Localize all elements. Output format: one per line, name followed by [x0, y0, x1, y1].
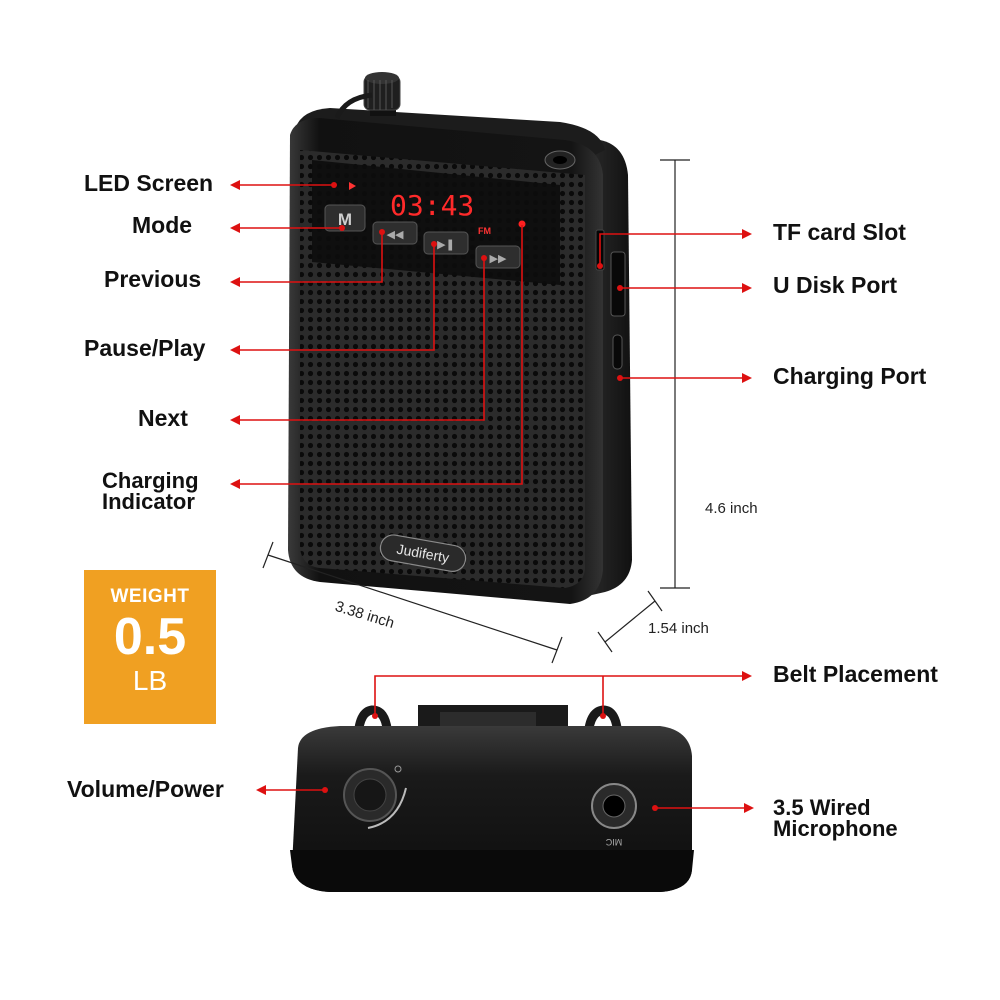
label-u-disk-port: U Disk Port: [773, 272, 897, 298]
weight-unit: LB: [132, 665, 168, 696]
weight-badge: WEIGHT 0.5 LB: [84, 570, 216, 724]
label-charging-port: Charging Port: [773, 363, 927, 389]
led-display: 03:43: [390, 189, 474, 222]
speaker-front-view: 03:43 FM M ◀◀ ▶❚ ▶▶ Judiferty: [288, 72, 632, 604]
next-button-shape: [475, 245, 521, 269]
pause-play-button-shape: [423, 231, 469, 255]
dimension-lines: [262, 159, 690, 664]
weight-value: 0.5: [113, 608, 187, 666]
play-indicator-icon: [349, 182, 356, 190]
pause-play-icon: ▶❚: [437, 239, 455, 251]
label-mode: Mode: [132, 212, 193, 238]
label-charging-indicator-line2: Indicator: [102, 489, 195, 514]
dimension-height: 4.6 inch: [705, 500, 758, 517]
label-pause-play: Pause/Play: [84, 335, 206, 361]
next-icon: ▶▶: [490, 253, 507, 265]
label-charging-indicator-line1: Charging: [102, 468, 199, 493]
dimension-depth: 1.54 inch: [648, 620, 709, 637]
label-charging-indicator: Charging Indicator: [102, 468, 199, 514]
charging-port-shape: [612, 334, 623, 370]
weight-title: WEIGHT: [110, 586, 190, 607]
label-tf-card-slot: TF card Slot: [773, 219, 906, 245]
label-belt-placement: Belt Placement: [773, 661, 938, 687]
label-previous: Previous: [104, 266, 202, 292]
previous-button-shape: [372, 221, 418, 245]
label-led-screen: LED Screen: [84, 170, 214, 196]
fm-indicator: FM: [478, 226, 491, 236]
mic-port-text: MIC: [605, 837, 622, 847]
mode-button-shape: [324, 204, 366, 232]
previous-icon: ◀◀: [387, 229, 404, 241]
speaker-bottom-view: MIC: [290, 705, 694, 892]
label-mic: 3.5 Wired Microphone: [773, 795, 898, 841]
callout-lines: [230, 180, 754, 813]
label-next: Next: [138, 405, 188, 431]
label-mic-line1: 3.5 Wired: [773, 795, 871, 820]
label-mic-line2: Microphone: [773, 816, 898, 841]
mode-button-glyph: M: [338, 210, 352, 229]
brand-badge: [379, 534, 467, 572]
label-volume-power: Volume/Power: [67, 776, 224, 802]
u-disk-port-shape: [610, 251, 626, 317]
charging-indicator-led: [518, 220, 526, 228]
